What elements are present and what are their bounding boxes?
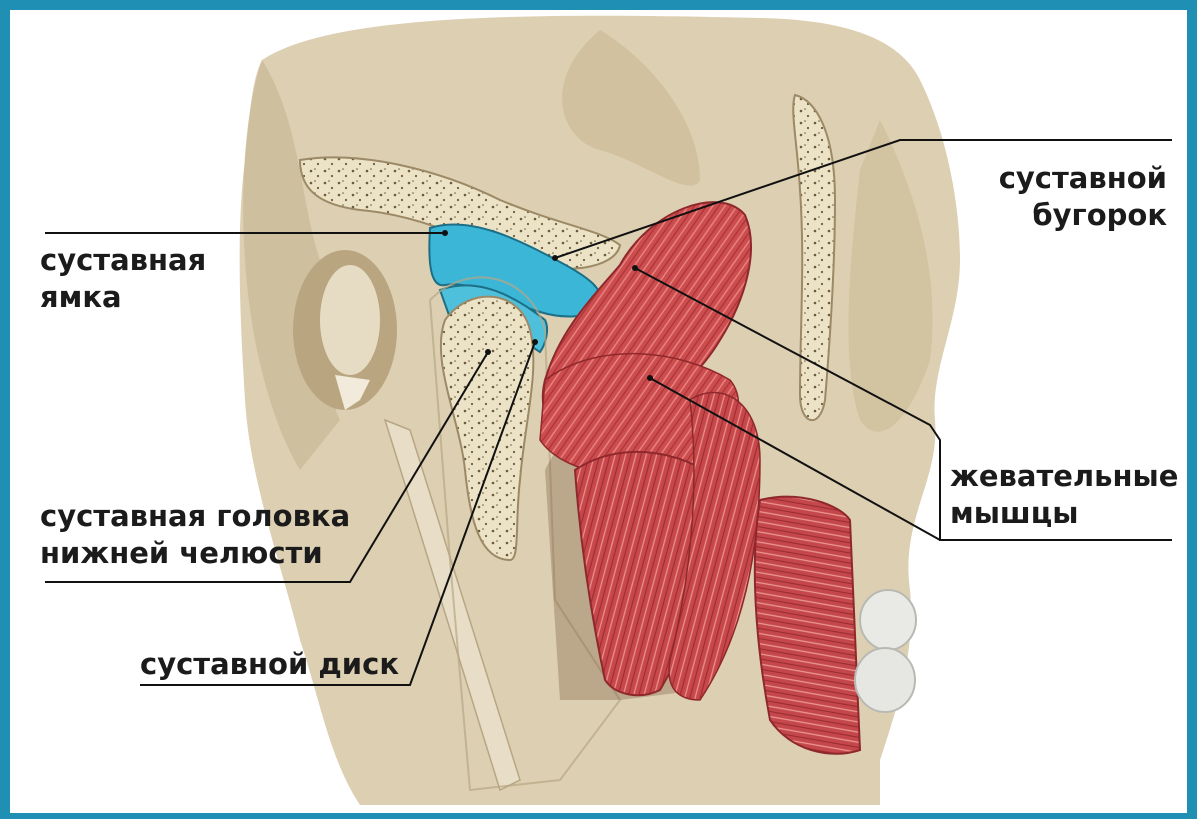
label-mandibular-head-line1: суставная головка xyxy=(40,498,350,535)
label-articular-disc-line1: суставной диск xyxy=(140,646,399,683)
label-articular-tubercle: суставной бугорок xyxy=(999,160,1167,234)
label-masticatory-muscles-line1: жевательные xyxy=(950,458,1178,495)
label-articular-tubercle-line2: бугорок xyxy=(999,197,1167,234)
label-mandibular-head: суставная головка нижней челюсти xyxy=(40,498,350,572)
label-articular-fossa: суставная ямка xyxy=(40,242,206,316)
label-articular-fossa-line1: суставная xyxy=(40,242,206,279)
label-articular-disc: суставной диск xyxy=(140,646,399,683)
label-masticatory-muscles-line2: мышцы xyxy=(950,495,1178,532)
label-articular-tubercle-line1: суставной xyxy=(999,160,1167,197)
label-mandibular-head-line2: нижней челюсти xyxy=(40,535,350,572)
label-masticatory-muscles: жевательные мышцы xyxy=(950,458,1178,532)
ear-canal xyxy=(293,250,397,410)
label-articular-fossa-line2: ямка xyxy=(40,279,206,316)
